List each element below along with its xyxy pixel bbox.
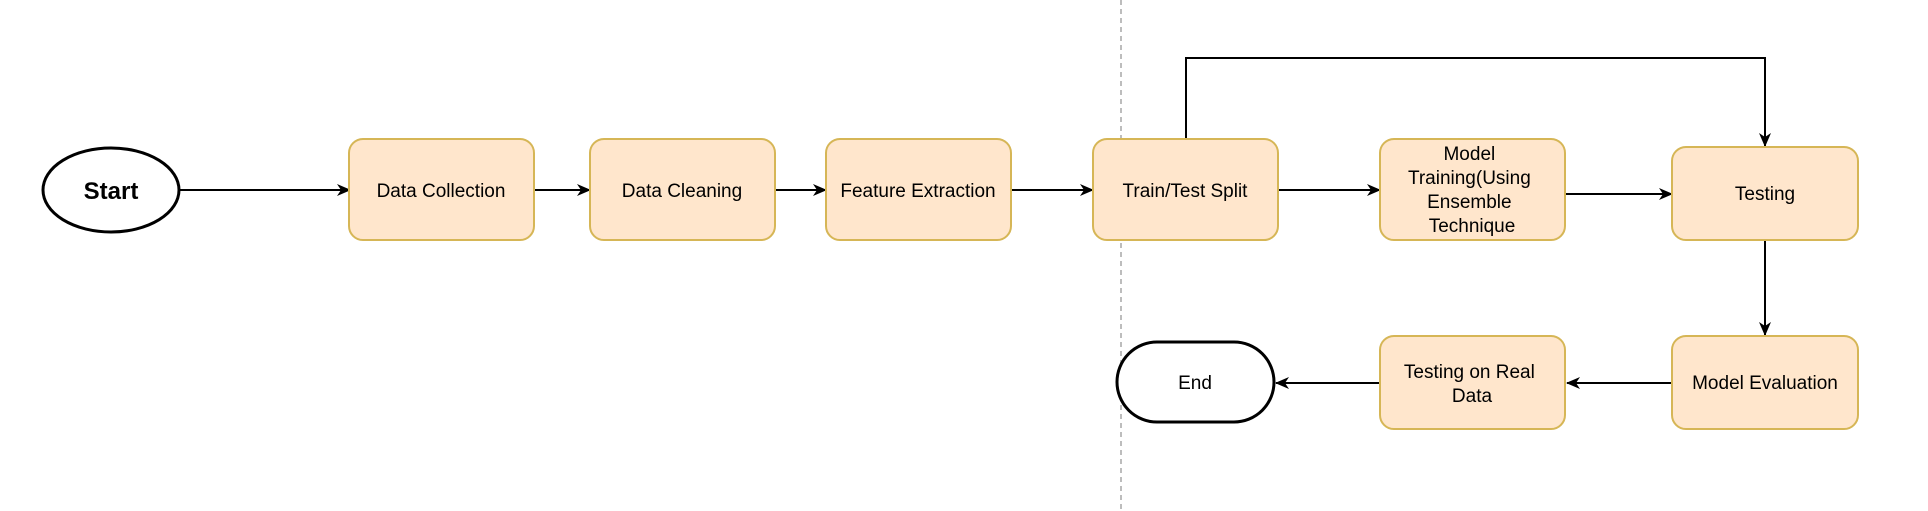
testing-label: Testing <box>1735 184 1795 205</box>
feature-extraction-shape <box>825 138 1012 241</box>
train-test-split-shape <box>1092 138 1279 241</box>
testing-real-data-label: Testing on Real Data <box>1404 362 1540 407</box>
model-training-line-2: Training(Using <box>1408 168 1531 189</box>
edge-split-to-testing-loop <box>1185 57 1771 147</box>
model-training-line-4: Technique <box>1429 216 1516 237</box>
testing-real-data-line-1: Testing on Real <box>1404 362 1535 383</box>
model-training-line-1: Model <box>1443 144 1495 165</box>
train-test-split-label: Train/Test Split <box>1123 181 1249 202</box>
testing-real-data-line-2: Data <box>1452 386 1493 407</box>
data-cleaning-node: Data Cleaning <box>589 138 776 241</box>
model-evaluation-label: Model Evaluation <box>1692 373 1838 394</box>
testing-node: Testing <box>1671 146 1859 241</box>
data-collection-node: Data Collection <box>348 138 535 241</box>
testing-real-data-node: Testing on Real Data <box>1379 335 1566 430</box>
model-training-label: Model Training(Using Ensemble Technique <box>1408 144 1536 237</box>
data-cleaning-shape <box>589 138 776 241</box>
model-training-shape <box>1379 138 1566 241</box>
testing-shape <box>1671 146 1859 241</box>
start-label: Start <box>84 178 139 205</box>
data-collection-label: Data Collection <box>377 181 506 202</box>
model-training-node: Model Training(Using Ensemble Technique <box>1379 138 1566 241</box>
end-node: End <box>1115 340 1276 424</box>
feature-extraction-node: Feature Extraction <box>825 138 1012 241</box>
model-evaluation-shape <box>1671 335 1859 430</box>
data-collection-shape <box>348 138 535 241</box>
end-label: End <box>1178 373 1212 394</box>
start-node: Start <box>41 146 181 234</box>
model-evaluation-node: Model Evaluation <box>1671 335 1859 430</box>
data-cleaning-label: Data Cleaning <box>622 181 742 202</box>
feature-extraction-label: Feature Extraction <box>840 181 995 202</box>
testing-real-data-shape <box>1379 335 1566 430</box>
train-test-split-node: Train/Test Split <box>1092 138 1279 241</box>
start-shape <box>41 146 181 234</box>
end-shape <box>1115 340 1276 424</box>
model-training-line-3: Ensemble <box>1427 192 1512 213</box>
